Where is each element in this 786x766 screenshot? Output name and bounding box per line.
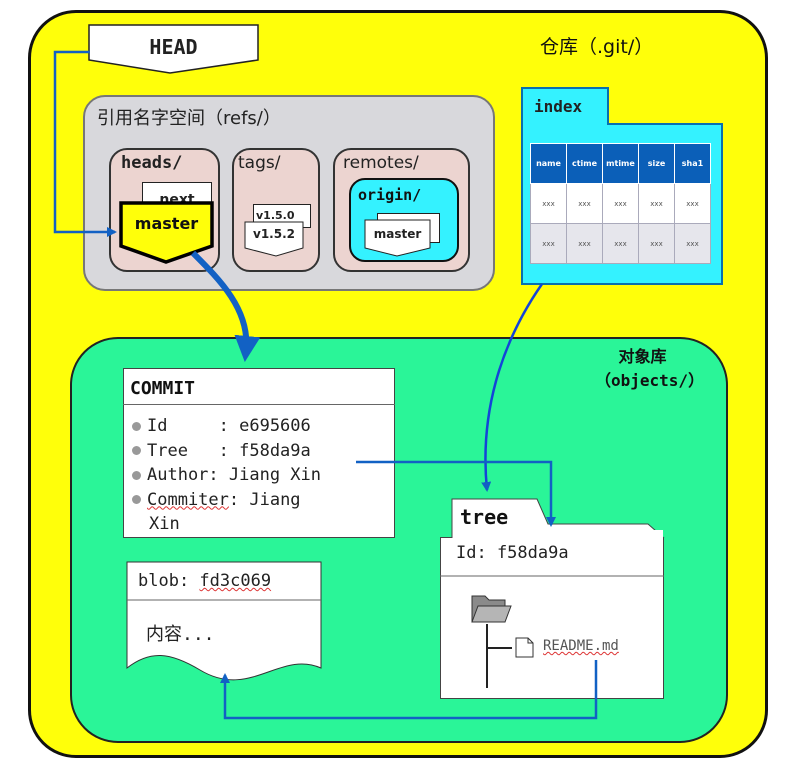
- bullet-icon: [132, 446, 141, 455]
- commit-object[interactable]: [123, 368, 395, 538]
- objects-title-line1: 对象库: [618, 347, 667, 366]
- tree-id: Id: f58da9a: [456, 543, 569, 563]
- tag-v1-5-0-label: v1.5.0: [256, 209, 295, 222]
- origin-label: origin/: [358, 186, 422, 204]
- commit-commiter-key: Commiter: [147, 489, 229, 510]
- commit-author: Author: Jiang Xin: [147, 465, 321, 485]
- table-cell: xxx: [566, 223, 603, 264]
- commit-title: COMMIT: [130, 378, 196, 399]
- commit-commiter-cont: Xin: [149, 514, 180, 534]
- index-label: index: [534, 97, 583, 116]
- table-row: xxx xxx xxx xxx xxx: [530, 183, 711, 224]
- blob-title: blob: fd3c069: [138, 571, 271, 591]
- table-cell: xxx: [530, 223, 567, 264]
- table-cell: xxx: [530, 183, 567, 224]
- index-table: name ctime mtime size sha1 xxx xxx xxx x…: [530, 143, 711, 264]
- index-col-sha1: sha1: [674, 143, 711, 184]
- index-col-ctime: ctime: [566, 143, 603, 184]
- table-cell: xxx: [674, 223, 711, 264]
- index-col-mtime: mtime: [602, 143, 639, 184]
- heads-label: heads/: [121, 153, 183, 173]
- objects-title-line2: （objects/）: [595, 371, 705, 390]
- origin-master-label: master: [373, 227, 422, 241]
- table-row: xxx xxx xxx xxx xxx: [530, 223, 711, 264]
- bullet-icon: [132, 470, 141, 480]
- objects-title: 对象库 （objects/）: [595, 345, 705, 393]
- blob-hash: fd3c069: [199, 571, 272, 591]
- branch-master-label: master: [134, 214, 199, 233]
- refs-title: 引用名字空间（refs/）: [97, 108, 281, 129]
- commit-id: Id : e695606: [147, 416, 311, 436]
- table-cell: xxx: [674, 183, 711, 224]
- table-cell: xxx: [638, 183, 675, 224]
- commit-divider: [123, 404, 395, 405]
- bullet-icon: [132, 495, 141, 504]
- tag-v1-5-2-label: v1.5.2: [253, 227, 295, 241]
- blob-title-prefix: blob:: [138, 571, 200, 591]
- blob-content: 内容...: [146, 624, 215, 645]
- commit-fields: Id : e695606 Tree : f58da9a Author: Jian…: [132, 414, 321, 537]
- index-col-size: size: [638, 143, 675, 184]
- remotes-label: remotes/: [343, 153, 419, 173]
- table-cell: xxx: [602, 183, 639, 224]
- head-label: HEAD: [149, 35, 198, 59]
- commit-tree: Tree : f58da9a: [147, 440, 311, 461]
- commit-commiter-value: : Jiang: [228, 489, 301, 510]
- table-cell: xxx: [602, 223, 639, 264]
- repository-title: 仓库（.git/）: [540, 36, 654, 58]
- tags-label: tags/: [238, 153, 281, 173]
- readme-file[interactable]: README.md: [543, 638, 619, 654]
- table-cell: xxx: [566, 183, 603, 224]
- bullet-icon: [132, 421, 141, 431]
